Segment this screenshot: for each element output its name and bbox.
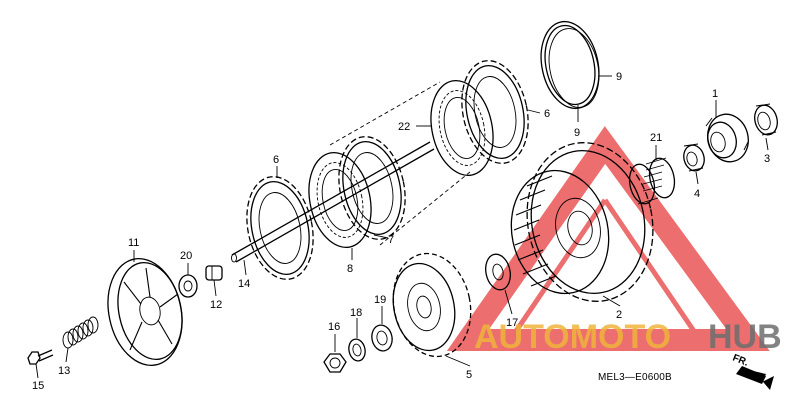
callout-5: 5	[466, 369, 472, 381]
part-11-pressure-plate	[107, 258, 183, 366]
front-direction-arrow: FR.	[731, 353, 774, 390]
callout-9: 9	[574, 127, 580, 139]
callout-6-lower: 6	[273, 154, 279, 166]
leader-lines	[35, 75, 769, 379]
drawing-code: MEL3—E0600B	[598, 372, 672, 383]
watermark-text-hub: HUB	[708, 318, 782, 356]
callout-3: 3	[764, 153, 770, 165]
part-5-clutch-center	[392, 252, 472, 358]
part-22-clutch-plate	[430, 79, 494, 177]
part-16-lock-nut	[323, 353, 347, 373]
callout-6-upper: 6	[544, 108, 550, 120]
part-20-bearing	[178, 274, 198, 298]
part-4-collar	[683, 143, 705, 172]
callout-13: 13	[58, 365, 70, 377]
callout-17: 17	[506, 317, 518, 329]
callout-18: 18	[350, 307, 362, 319]
callout-4: 4	[694, 188, 700, 200]
assembly-guide-lines	[329, 81, 471, 246]
watermark-wordmark: AUTOMOTO HUB	[474, 318, 782, 356]
callout-7: 7	[388, 234, 394, 246]
part-1-bearing-holder	[705, 113, 749, 163]
callout-16: 16	[328, 321, 340, 333]
callout-19: 19	[374, 294, 386, 306]
callout-8: 8	[347, 263, 353, 275]
part-12-lifter-piece	[205, 265, 223, 281]
part-6-friction-disc-upper	[461, 60, 529, 164]
part-19-lock-washer	[371, 324, 393, 352]
callout-15: 15	[32, 380, 44, 392]
part-3-bearing	[754, 103, 778, 136]
callout-21: 21	[650, 132, 662, 144]
part-21-needle-bearing	[628, 157, 676, 205]
part-17-thrust-washer	[485, 253, 511, 291]
part-6-friction-disc-lower	[246, 176, 314, 280]
part-10-ring	[540, 20, 600, 110]
part-15-bolt	[27, 349, 54, 365]
callout-20: 20	[180, 250, 192, 262]
part-18-washer	[348, 338, 366, 362]
part-14-lifter-rod	[231, 141, 435, 263]
callout-14: 14	[238, 278, 250, 290]
part-2-clutch-outer	[510, 142, 654, 302]
part-13-spring	[62, 316, 99, 349]
watermark-text-automoto: AUTOMOTO	[474, 318, 671, 356]
callout-10: 9	[616, 71, 622, 83]
callout-1: 1	[712, 88, 718, 100]
watermark-logo-triangle	[446, 126, 770, 351]
callout-22: 22	[398, 121, 410, 133]
callout-2: 2	[616, 309, 622, 321]
callout-11: 11	[128, 237, 139, 249]
callout-12: 12	[210, 299, 222, 311]
part-7-friction-disc	[338, 136, 406, 240]
